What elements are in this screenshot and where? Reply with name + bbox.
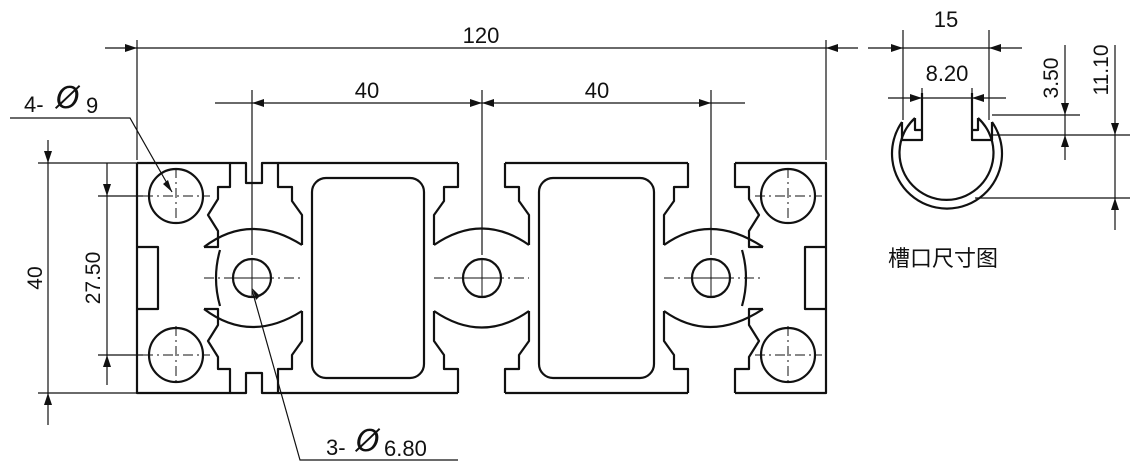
profile-outline xyxy=(135,161,828,395)
dim-pitch-left: 40 xyxy=(355,78,379,103)
slot-opening: 8.20 xyxy=(926,61,969,86)
dim-overall-width: 120 xyxy=(463,23,500,48)
diameter-symbol-icon: Ø xyxy=(354,424,381,459)
corner-holes-count: 4- xyxy=(24,92,44,117)
slot-lip-depth: 3.50 xyxy=(1040,58,1063,99)
corner-holes xyxy=(143,167,822,385)
dim-hole-spacing: 27.50 xyxy=(82,252,105,305)
center-holes xyxy=(204,257,763,299)
slot-detail-caption: 槽口尺寸图 xyxy=(888,247,998,272)
dim-overall-height: 40 xyxy=(24,266,47,289)
diameter-symbol-icon: Ø xyxy=(54,81,81,116)
dim-pitch-right: 40 xyxy=(585,78,609,103)
center-holes-diameter: 6.80 xyxy=(384,436,427,461)
corner-holes-diameter: 9 xyxy=(86,93,98,118)
center-holes-count: 3- xyxy=(326,435,346,460)
slot-detail: 15 8.20 3.50 11.10 槽口尺寸图 xyxy=(868,7,1130,272)
dimension-texts: 120 40 40 40 27.50 4- Ø 9 3- Ø 6.80 xyxy=(24,23,609,461)
slot-depth: 11.10 xyxy=(1090,45,1113,96)
dimension-lines xyxy=(10,40,858,461)
slot-width: 15 xyxy=(934,7,958,32)
